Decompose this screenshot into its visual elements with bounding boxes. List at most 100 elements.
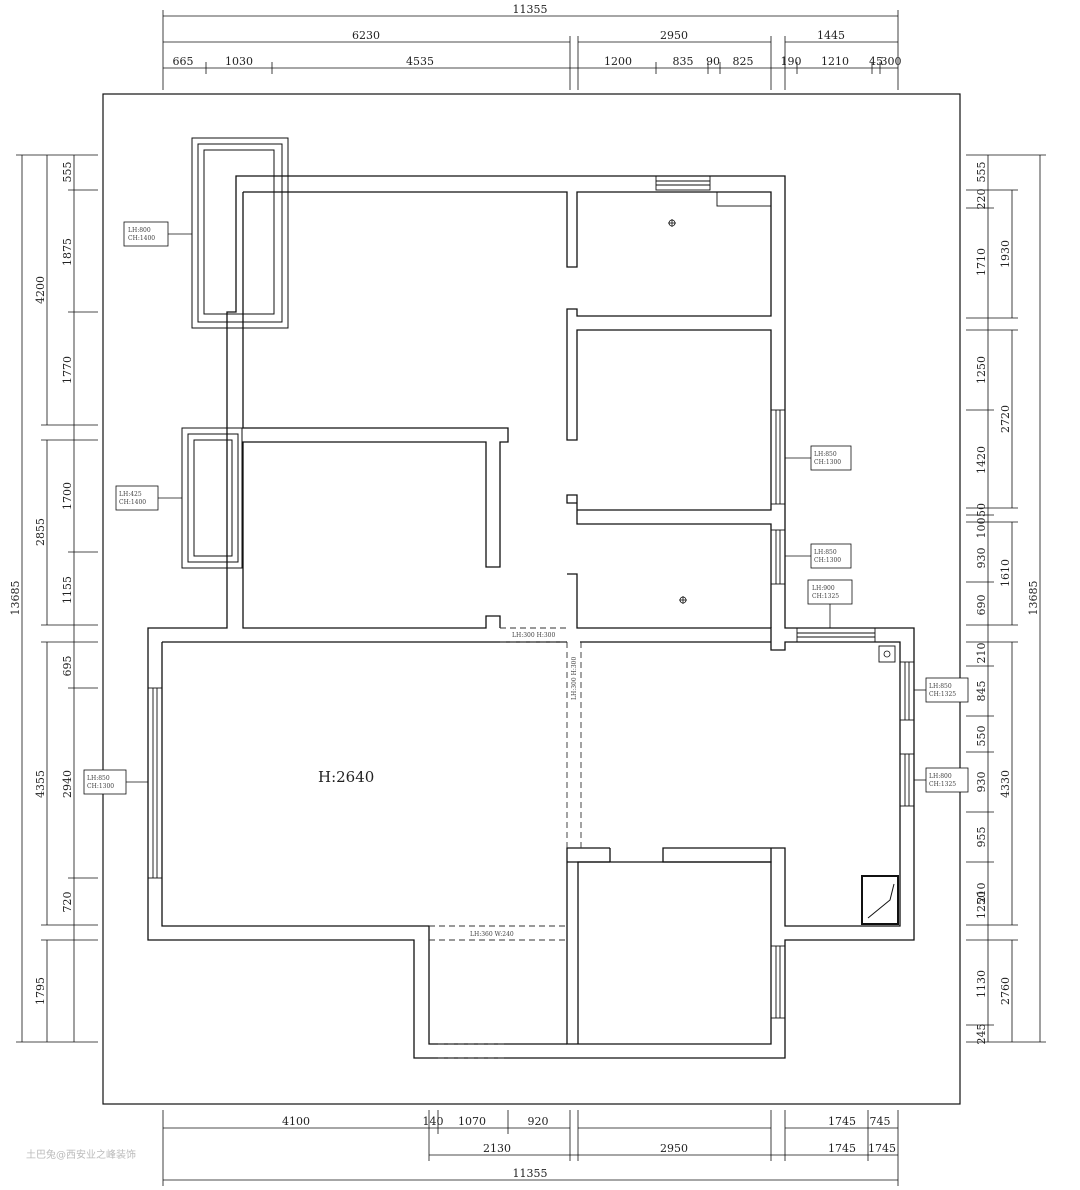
right-inner-dim-4: 1420 xyxy=(975,446,988,474)
left-inner-dim-1: 1875 xyxy=(61,238,74,266)
gas-pipe-icon xyxy=(883,650,891,658)
left-total-dim: 13685 xyxy=(9,581,22,616)
bottom-dim-r2-2: 1745 xyxy=(828,1142,856,1155)
top-dimension-chain xyxy=(162,10,899,90)
living-outer xyxy=(161,642,567,1045)
right-mid-dim-3: 4330 xyxy=(999,770,1012,798)
right-dimension-chain xyxy=(966,154,1046,1043)
top-dim-l2-0: 665 xyxy=(173,55,194,68)
right-mid-dim-4: 2760 xyxy=(999,977,1012,1005)
left-inner-dim-7: 720 xyxy=(61,892,74,913)
top-dim-l2-9: 45 xyxy=(869,55,883,68)
top-dim-l2-5: 90 xyxy=(706,55,720,68)
left-dimension-chain xyxy=(16,154,98,1043)
bottom-dim-r1-0: 4100 xyxy=(282,1115,310,1128)
bottom-total-dim: 11355 xyxy=(513,1167,548,1180)
right-inner-dim-13: 955 xyxy=(975,827,988,848)
beam-label-2: LH:300 H:300 xyxy=(571,657,578,700)
left-mid-dim-3: 1795 xyxy=(34,977,47,1005)
top-dim-l2-2: 4535 xyxy=(406,55,434,68)
top-dim-l2-6: 825 xyxy=(733,55,754,68)
right-inner-dim-8: 690 xyxy=(975,595,988,616)
bottom-dim-r1-5: 745 xyxy=(870,1115,891,1128)
right-inner-dim-5: 100 xyxy=(975,518,988,539)
right-mid-dim-0: 1930 xyxy=(999,240,1012,268)
window-bath-east xyxy=(770,945,786,1019)
living-room-height-label: H:2640 xyxy=(318,768,374,786)
bottom-dim-r2-3: 1745 xyxy=(868,1142,896,1155)
right-inner-dim-10: 845 xyxy=(975,681,988,702)
left-mid-dim-1: 2855 xyxy=(34,518,47,546)
window-kitchen-east-2 xyxy=(899,753,915,807)
top-dim-l2-10: 300 xyxy=(881,55,902,68)
right-inner-dim-1: 220 xyxy=(975,189,988,210)
window-kitchen-east-1 xyxy=(899,661,915,721)
bedroom1-wall xyxy=(242,192,509,629)
right-inner-dim-0: 555 xyxy=(975,162,988,183)
north-balcony xyxy=(191,137,289,329)
bottom-dim-r1-1: 140 xyxy=(423,1115,444,1128)
watermark: 土巴兔@西安业之峰装饰 xyxy=(26,1148,136,1161)
left-inner-dim-6: 2940 xyxy=(61,770,74,798)
bottom-dimension-chain xyxy=(162,1110,899,1186)
window-north xyxy=(655,175,711,191)
top-dim-l2-1: 1030 xyxy=(225,55,253,68)
top-total-dim: 11355 xyxy=(513,3,548,16)
outer-wall-inner-face xyxy=(243,191,772,628)
right-inner-dim-9: 210 xyxy=(975,643,988,664)
bottom-dim-r1-3: 920 xyxy=(528,1115,549,1128)
window-tag-boxes xyxy=(83,221,969,795)
right-inner-dim-6: 50 xyxy=(975,503,988,517)
right-mid-dim-2: 1610 xyxy=(999,559,1012,587)
beam-label-3: LH:360 W:240 xyxy=(470,931,514,938)
closet-partition xyxy=(567,573,901,927)
right-inner-dim-16: 1130 xyxy=(975,970,988,998)
left-mid-dim-0: 4200 xyxy=(34,276,47,304)
beams xyxy=(429,627,582,1059)
left-inner-dim-4: 1155 xyxy=(61,576,74,604)
right-inner-dim-7: 930 xyxy=(975,548,988,569)
left-mid-dim-2: 4355 xyxy=(34,770,47,798)
right-inner-dim-11: 550 xyxy=(975,726,988,747)
top-dim-l2-4: 835 xyxy=(673,55,694,68)
window-east-2 xyxy=(770,529,786,585)
bottom-dim-r1-4: 1745 xyxy=(828,1115,856,1128)
left-inner-dim-3: 1700 xyxy=(61,482,74,510)
right-inner-dim-2: 1710 xyxy=(975,248,988,276)
left-inner-dim-2: 1770 xyxy=(61,356,74,384)
west-balcony xyxy=(181,427,243,569)
right-total-dim: 13685 xyxy=(1027,581,1040,616)
sheet-frame xyxy=(102,93,961,1105)
right-inner-dim-14: 210 xyxy=(975,883,988,904)
ceiling-lamp-icon xyxy=(668,219,687,604)
beam-label-1: LH:300 H:300 xyxy=(512,632,555,639)
kitchen-cabinet xyxy=(716,191,772,207)
top-dim-l2-7: 190 xyxy=(781,55,802,68)
bottom-dim-r1-2: 1070 xyxy=(458,1115,486,1128)
bathroom-wall xyxy=(566,847,772,1045)
top-dim-l1-0: 6230 xyxy=(352,29,380,42)
top-dim-l2-8: 1210 xyxy=(821,55,849,68)
right-inner-dim-12: 930 xyxy=(975,772,988,793)
gas-pipe-box xyxy=(878,645,896,663)
left-inner-dim-5: 695 xyxy=(61,656,74,677)
window-living-west xyxy=(147,687,163,879)
top-dim-l1-2: 1445 xyxy=(817,29,845,42)
right-inner-dim-15: 1250 xyxy=(975,891,988,919)
windows xyxy=(147,175,915,1019)
right-mid-dim-1: 2720 xyxy=(999,405,1012,433)
right-inner-dim-17: 245 xyxy=(975,1024,988,1045)
right-inner-dim-3: 1250 xyxy=(975,356,988,384)
bottom-dim-r2-0: 2130 xyxy=(483,1142,511,1155)
left-inner-dim-0: 555 xyxy=(61,162,74,183)
top-dim-l1-1: 2950 xyxy=(660,29,688,42)
window-south-kitchen xyxy=(796,627,876,643)
water-heater-icon xyxy=(861,875,899,925)
